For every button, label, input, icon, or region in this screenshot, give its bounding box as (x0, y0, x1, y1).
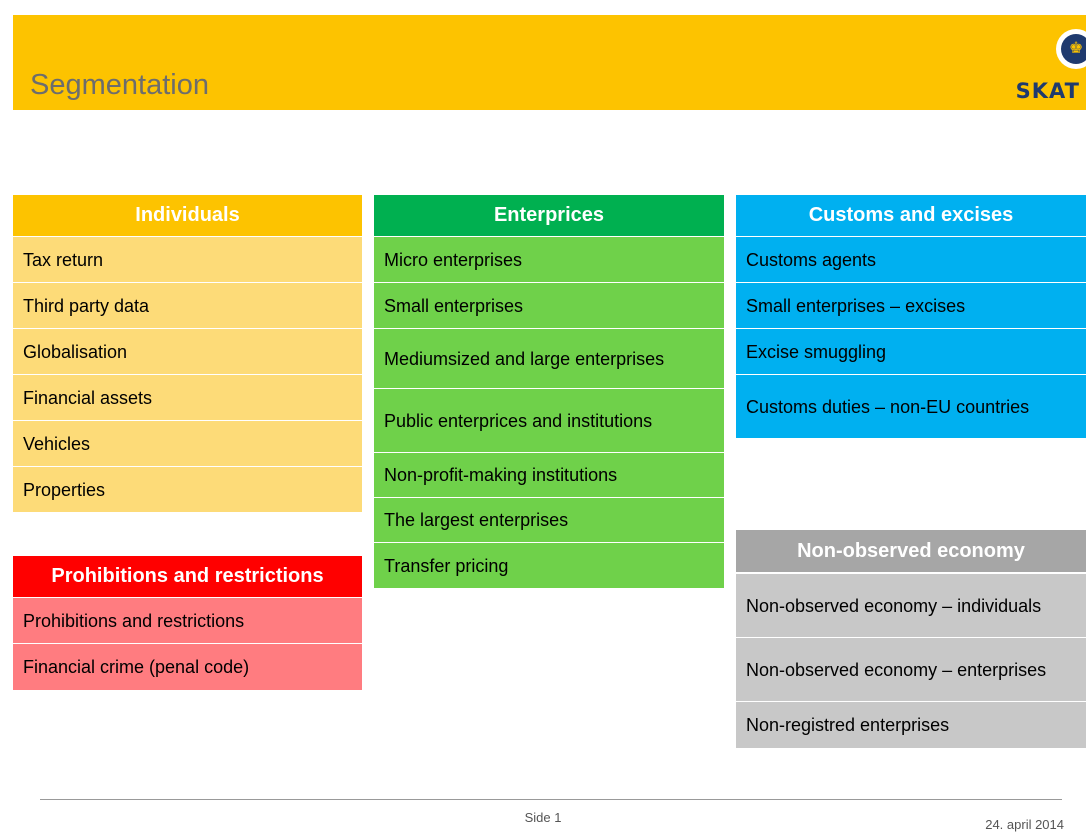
customs-list: Customs agents Small enterprises – excis… (736, 237, 1086, 439)
individuals-header: Individuals (13, 195, 362, 236)
prohibitions-header: Prohibitions and restrictions (13, 556, 362, 597)
nonobserved-header: Non-observed economy (736, 530, 1086, 572)
list-item: Globalisation (13, 329, 362, 375)
footer-divider (40, 799, 1062, 800)
list-item: Vehicles (13, 421, 362, 467)
header-bar: Segmentation ♚ SKAT (13, 15, 1086, 110)
enterprises-header: Enterprices (374, 195, 724, 236)
list-item: Customs duties – non-EU countries (736, 375, 1086, 439)
individuals-header-label: Individuals (135, 204, 240, 226)
enterprises-list: Micro enterprises Small enterprises Medi… (374, 237, 724, 589)
customs-header: Customs and excises (736, 195, 1086, 236)
list-item: Micro enterprises (374, 237, 724, 283)
list-item: Non-profit-making institutions (374, 453, 724, 498)
list-item: Non-observed economy – enterprises (736, 638, 1086, 702)
nonobserved-list: Non-observed economy – individuals Non-o… (736, 574, 1086, 749)
prohibitions-list: Prohibitions and restrictions Financial … (13, 598, 362, 691)
list-item: Financial assets (13, 375, 362, 421)
prohibitions-header-label: Prohibitions and restrictions (51, 565, 324, 587)
list-item: Non-registred enterprises (736, 702, 1086, 749)
individuals-list: Tax return Third party data Globalisatio… (13, 237, 362, 513)
list-item: Transfer pricing (374, 543, 724, 589)
list-item: Customs agents (736, 237, 1086, 283)
skat-logo: ♚ SKAT (1016, 15, 1086, 110)
list-item: Excise smuggling (736, 329, 1086, 375)
crown-emblem-icon: ♚ (1056, 29, 1086, 69)
list-item: Financial crime (penal code) (13, 644, 362, 691)
list-item: Small enterprises – excises (736, 283, 1086, 329)
list-item: Non-observed economy – individuals (736, 574, 1086, 638)
page-title: Segmentation (30, 69, 209, 101)
list-item: Tax return (13, 237, 362, 283)
list-item: Prohibitions and restrictions (13, 598, 362, 644)
customs-header-label: Customs and excises (808, 204, 1014, 226)
list-item: Third party data (13, 283, 362, 329)
list-item: Properties (13, 467, 362, 513)
list-item: Small enterprises (374, 283, 724, 329)
list-item: Public enterprices and institutions (374, 389, 724, 453)
list-item: Mediumsized and large enterprises (374, 329, 724, 389)
page-number: Side 1 (524, 810, 562, 825)
logo-text: SKAT (1015, 79, 1080, 103)
enterprises-header-label: Enterprices (493, 204, 605, 226)
nonobserved-header-label: Non-observed economy (797, 539, 1025, 562)
footer-date: 24. april 2014 (985, 817, 1064, 832)
list-item: The largest enterprises (374, 498, 724, 543)
